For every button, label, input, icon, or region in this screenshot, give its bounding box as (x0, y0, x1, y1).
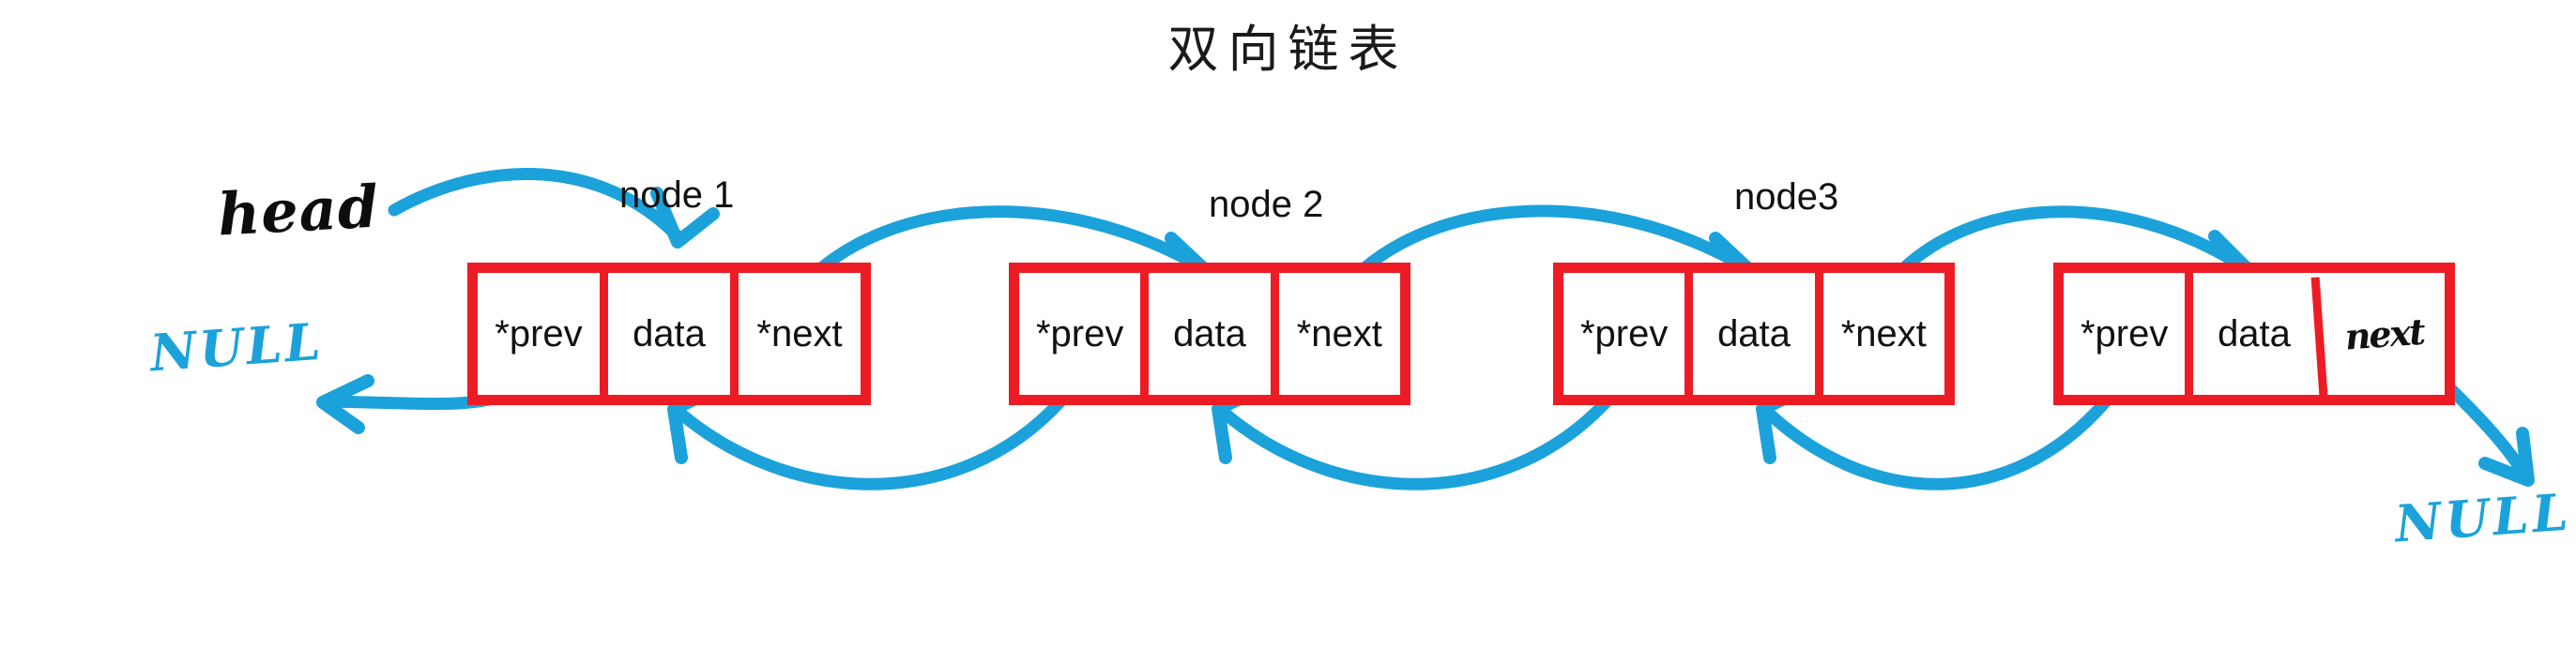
page-title: 双向链表 (1167, 20, 1409, 79)
node-box-4: *prev data next (2053, 263, 2455, 405)
node-1-data-cell: data (600, 273, 730, 395)
node-caption-3: node3 (1734, 176, 1839, 218)
node-2-prev-cell: *prev (1035, 312, 1124, 355)
null-right-arrow-head (2478, 427, 2535, 487)
node-3-prev-cell: *prev (1579, 312, 1669, 355)
null-label-left: NULL (147, 310, 326, 384)
node-box-1: *prev data *next (467, 263, 871, 405)
prev-arrow-3 (1760, 395, 2112, 490)
node-3-next-cell: *next (1814, 273, 1944, 395)
node-4-data-cell: data (2185, 273, 2314, 395)
head-label: head (216, 172, 381, 249)
node-caption-2: node 2 (1209, 184, 1324, 225)
node-box-3: *prev data *next (1553, 263, 1955, 405)
node-1-next-cell: *next (730, 273, 861, 395)
node-1-prev-cell: *prev (495, 312, 583, 355)
prev-arrow-1 (671, 395, 1067, 490)
null-label-right: NULL (2392, 481, 2574, 554)
node-4-next-cell: next (2310, 268, 2449, 400)
node-4-prev-cell: *prev (2080, 312, 2169, 355)
node-2-data-cell: data (1140, 273, 1270, 395)
prev-arrow-2 (1215, 395, 1613, 490)
node-caption-1: node 1 (619, 174, 735, 216)
node-box-2: *prev data *next (1009, 263, 1410, 405)
null-left-arrow-head (316, 374, 374, 434)
node-2-next-cell: *next (1270, 273, 1400, 395)
node-3-data-cell: data (1684, 273, 1814, 395)
